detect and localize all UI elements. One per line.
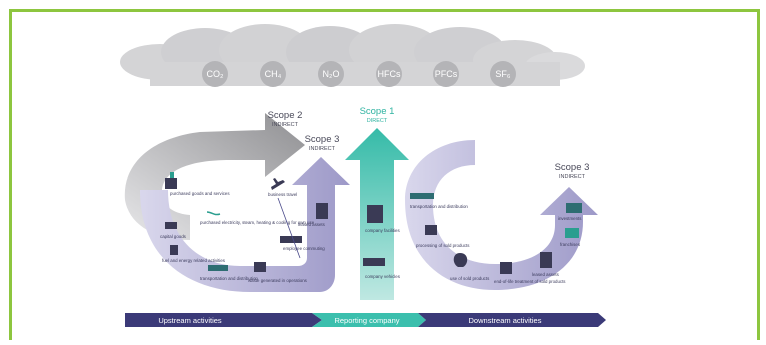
ship-icon: [208, 265, 228, 271]
reporting-label: Reporting company: [334, 316, 399, 325]
recycle-bin-icon: [500, 262, 512, 274]
border-frame-right: [757, 9, 760, 340]
gas-label: CO₂: [207, 69, 225, 79]
money-icon: [566, 203, 582, 213]
downstream-building-icon: [540, 252, 552, 268]
gas-hfcs: HFCs: [376, 61, 402, 87]
downstream-label: Downstream activities: [469, 316, 542, 325]
label-processing: processing of sold products: [416, 243, 470, 248]
scope3-upstream-title: Scope 3: [305, 134, 340, 145]
gas-label: PFCs: [435, 69, 458, 79]
label-investments: investments: [558, 216, 582, 221]
gas-co2: CO₂: [202, 61, 228, 87]
label-purchased-goods: purchased goods and services: [170, 191, 230, 196]
truck-icon: [165, 222, 177, 229]
gas-sf6: SF₆: [490, 61, 516, 87]
company-building-icon: [367, 205, 383, 223]
company-truck-icon: [363, 258, 385, 266]
downstream-ship-icon: [410, 193, 434, 199]
scope2-arrow: [124, 113, 306, 240]
gas-label: HFCs: [378, 69, 401, 79]
commuting-connector: [277, 197, 301, 259]
label-leased-assets-downstream: leased assets: [532, 272, 560, 277]
gas-n2o: N₂O: [318, 61, 344, 87]
gas-bubbles: CO₂ CH₄ N₂O HFCs PFCs SF₆: [202, 61, 516, 87]
label-company-facilities: company facilities: [365, 228, 400, 233]
fuel-pump-icon: [170, 245, 178, 255]
storefront-icon: [565, 228, 579, 238]
scope2-subtitle: INDIRECT: [272, 122, 299, 128]
gas-label: N₂O: [323, 69, 340, 79]
label-waste: waste generated in operations: [248, 278, 308, 283]
scope1-subtitle: DIRECT: [367, 118, 388, 124]
label-purchased-electricity: purchased electricity, steam, heating & …: [200, 220, 315, 225]
label-use-of-sold: use of sold products: [450, 276, 490, 281]
processing-factory-icon: [425, 225, 437, 235]
emission-clouds: [120, 24, 585, 86]
label-end-of-life: end-of-life treatment of sold products: [494, 279, 566, 284]
downstream-items: transportation and distribution processi…: [410, 193, 582, 284]
activity-bar: Upstream activities Reporting company Do…: [125, 313, 606, 327]
label-business-travel: business travel: [268, 192, 297, 197]
scope3-downstream-subtitle: INDIRECT: [559, 174, 586, 180]
direct-items: company facilities company vehicles: [363, 205, 401, 279]
gas-ch4: CH₄: [260, 61, 286, 87]
label-employee-commuting: employee commuting: [283, 246, 325, 251]
label-capital-goods: capital goods: [160, 234, 187, 239]
border-frame: [9, 9, 757, 340]
label-transportation-downstream: transportation and distribution: [410, 204, 468, 209]
scope1-title: Scope 1: [360, 106, 395, 117]
building-icon: [316, 203, 328, 219]
label-leased-assets-upstream: leased assets: [298, 222, 326, 227]
lightbulb-icon: [453, 253, 468, 267]
label-company-vehicles: company vehicles: [365, 274, 401, 279]
factory-icon: [165, 178, 177, 189]
scope3-upstream-subtitle: INDIRECT: [309, 146, 336, 152]
label-franchises: franchises: [560, 242, 581, 247]
reporting-segment: [312, 313, 426, 327]
airplane-icon: [271, 178, 285, 190]
scope3-downstream-title: Scope 3: [555, 162, 590, 173]
factory-chimney-icon: [170, 172, 174, 178]
label-transportation-upstream: transportation and distribution: [200, 276, 258, 281]
upstream-segment: [125, 313, 322, 327]
train-icon: [280, 236, 302, 243]
downstream-segment: [418, 313, 606, 327]
scope3-upstream-arrow: [140, 157, 350, 292]
label-fuel-energy: fuel and energy related activities: [162, 258, 226, 263]
upstream-items: purchased goods and services capital goo…: [160, 172, 328, 283]
gas-label: SF₆: [495, 69, 511, 79]
scope2-title: Scope 2: [268, 110, 303, 121]
waste-bin-icon: [254, 262, 266, 272]
gas-pfcs: PFCs: [433, 61, 459, 87]
upstream-label: Upstream activities: [158, 316, 222, 325]
gas-label: CH₄: [265, 69, 282, 79]
electric-plug-icon: [206, 211, 221, 216]
